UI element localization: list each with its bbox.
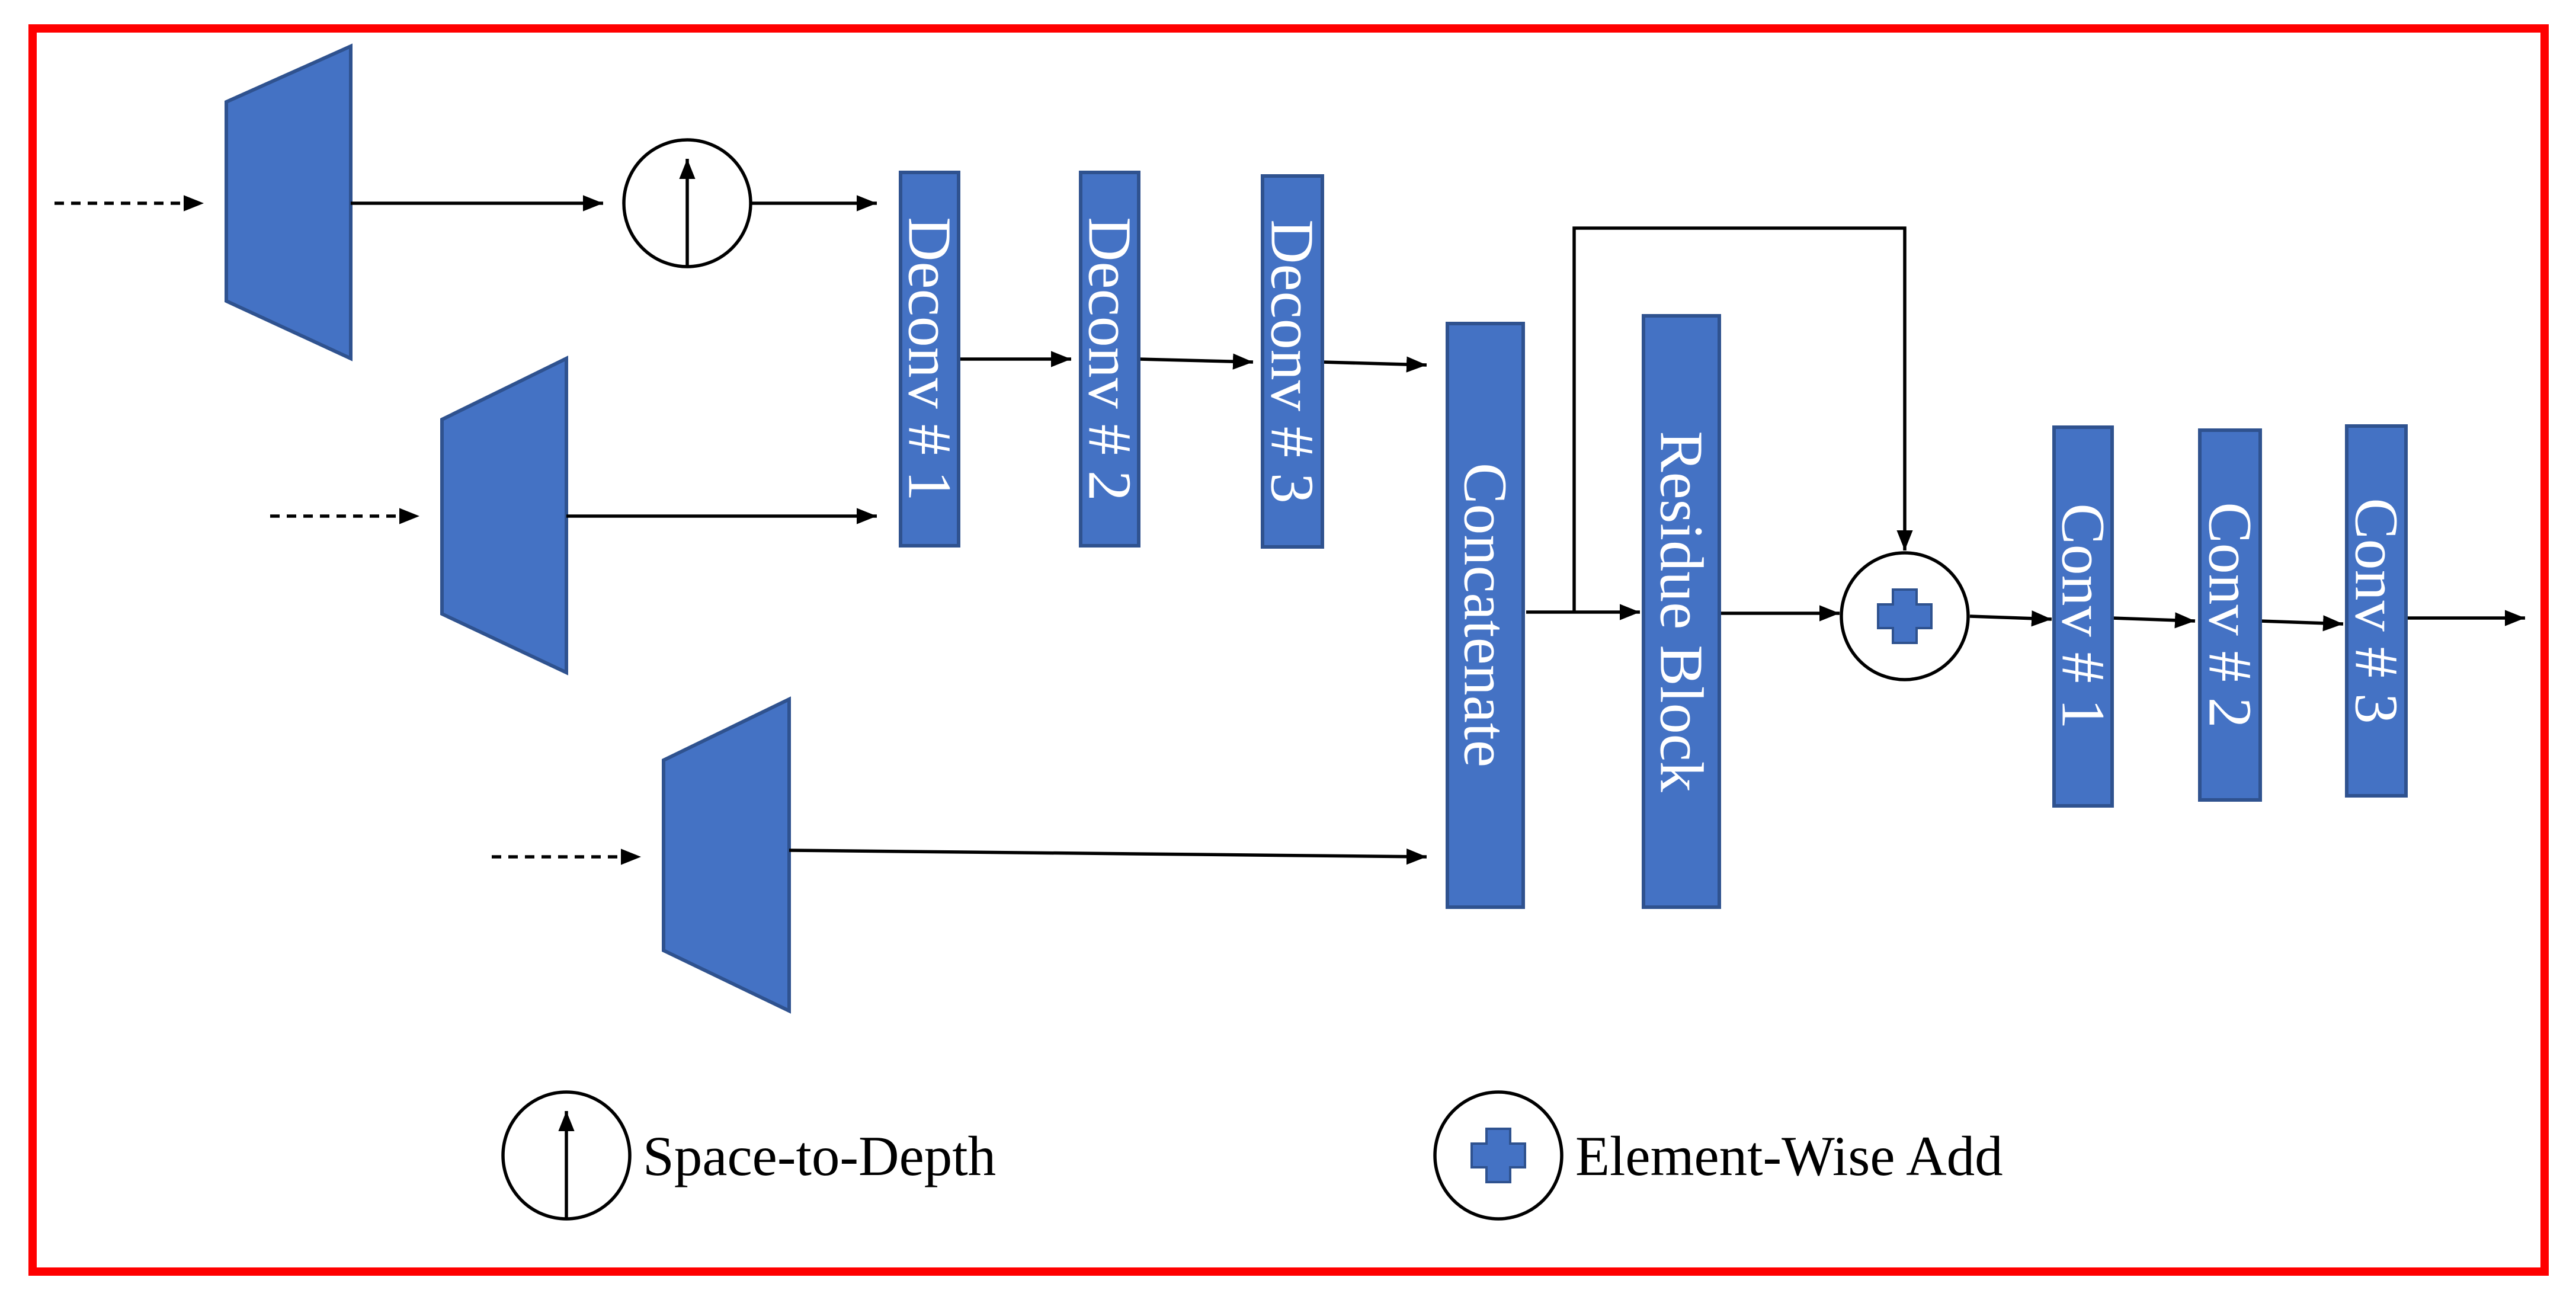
residue-block: Residue Block xyxy=(1642,314,1721,909)
residue-block-label: Residue Block xyxy=(1648,431,1716,792)
encoder-3 xyxy=(662,696,791,1014)
edge-enc3-concat xyxy=(789,849,1427,865)
figure-border xyxy=(28,24,2549,1276)
legend: Space-to-Depth Element-Wise Add xyxy=(501,1090,2003,1221)
edge-deconv2-deconv3 xyxy=(1138,353,1254,370)
deconv-2-label: Deconv # 2 xyxy=(1076,217,1144,501)
deconv-2-block: Deconv # 2 xyxy=(1076,171,1144,548)
conv-2-label: Conv # 2 xyxy=(2196,502,2264,728)
element-wise-add-icon xyxy=(1433,1090,1563,1221)
conv-3-label: Conv # 3 xyxy=(2343,498,2411,723)
edge-deconv3-concat xyxy=(1322,356,1427,373)
edge-conv1-conv2 xyxy=(2112,612,2196,629)
space-to-depth-icon xyxy=(501,1090,632,1221)
deconv-1-label: Deconv # 1 xyxy=(896,217,964,501)
element-wise-add-node xyxy=(1840,551,1970,681)
deconv-1-block: Deconv # 1 xyxy=(896,171,964,548)
conv-1-block: Conv # 1 xyxy=(2049,425,2117,808)
edge-conv2-conv3 xyxy=(2260,615,2344,632)
edge-add-conv1 xyxy=(1969,610,2052,627)
conv-1-label: Conv # 1 xyxy=(2049,503,2117,729)
conv-2-block: Conv # 2 xyxy=(2196,428,2264,802)
conv-3-block: Conv # 3 xyxy=(2343,424,2411,798)
space-to-depth-node xyxy=(622,138,752,268)
deconv-3-label: Deconv # 3 xyxy=(1258,219,1327,503)
legend-space-to-depth: Space-to-Depth xyxy=(643,1125,996,1187)
concatenate-label: Concatenate xyxy=(1452,463,1520,767)
legend-element-wise-add: Element-Wise Add xyxy=(1575,1125,2003,1187)
encoder-2 xyxy=(440,356,568,675)
encoder-1 xyxy=(225,43,353,361)
deconv-3-block: Deconv # 3 xyxy=(1258,174,1327,549)
skip-connection xyxy=(1572,226,1913,612)
concatenate-block: Concatenate xyxy=(1446,322,1525,909)
